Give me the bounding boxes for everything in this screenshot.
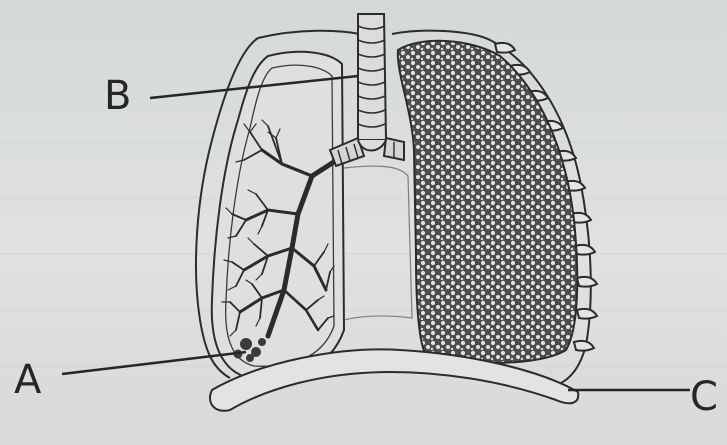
label-b: B xyxy=(104,76,131,116)
label-c: C xyxy=(690,377,718,417)
trachea xyxy=(358,14,386,140)
label-a: A xyxy=(14,360,41,400)
